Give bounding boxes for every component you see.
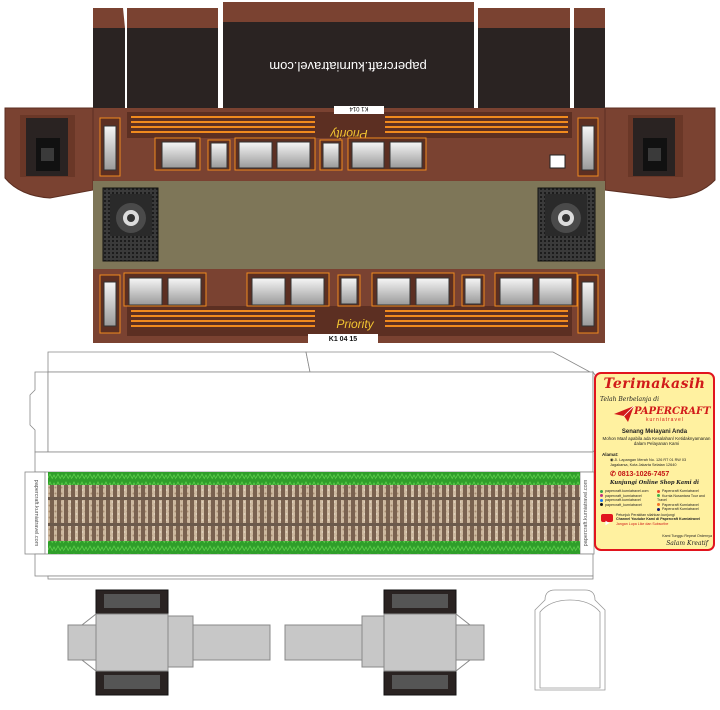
card-youtube-line-1: Petunjuk Perakitan silahkan kunjungi — [616, 513, 675, 517]
card-youtube-text: Petunjuk Perakitan silahkan kunjungi Cha… — [616, 513, 712, 526]
lower-number-text: K1 04 15 — [329, 336, 358, 343]
lower-car-side: Priority K1 04 15 — [93, 269, 605, 343]
card-phone-number: 0813-1026-7457 — [617, 471, 670, 478]
link-right-1[interactable]: Kurnia Nusantara Tour and Travel — [657, 493, 705, 503]
card-signature: Salam Kreatif — [666, 540, 708, 547]
link-dot-icon — [657, 494, 660, 498]
upper-car-side: Priority K1 014 — [93, 105, 605, 181]
card-links-left: papercraft.kurniatravel.com papercraft_k… — [600, 489, 656, 507]
link-left-2[interactable]: papercraft.kurniatravel — [605, 498, 641, 503]
link-left-1[interactable]: papercraft_kurniatravel — [605, 493, 642, 498]
link-dot-icon — [600, 503, 603, 507]
card-brand-sub: kurniatravel — [646, 417, 684, 423]
small-end-template — [534, 589, 606, 691]
track-url-left: papercraft.kurniatravel.com — [33, 480, 39, 547]
upper-orange-stripes — [131, 116, 568, 133]
lower-logo-text: Priority — [336, 317, 374, 331]
card-footer: Kami Tunggu Repeat Ordernya — [662, 534, 712, 538]
card-apology: Mohon Maaf apabila ada Kesalahan/ Ketida… — [598, 436, 713, 446]
card-brand: PAPERCRAFT — [634, 406, 711, 417]
track-bed — [48, 472, 580, 554]
track-base — [24, 351, 606, 580]
link-dot-icon — [657, 503, 660, 507]
link-right-2[interactable]: Papercraft Kurniatravel — [662, 502, 699, 507]
card-youtube-line-3: Jangan Lupa Like dan Subscribe — [616, 521, 669, 526]
card-subtitle: Telah Berbelanja di — [600, 396, 660, 403]
link-dot-icon — [600, 489, 603, 493]
link-dot-icon — [657, 489, 660, 493]
location-icon: ◉ — [610, 458, 614, 462]
thank-you-card: Terimakasih Telah Berbelanja di PAPERCRA… — [594, 372, 715, 551]
card-phone: ✆ 0813-1026-7457 — [610, 470, 669, 478]
car-floor — [93, 181, 605, 269]
roof-flaps: papercraft.kurniatravel.com — [93, 2, 605, 108]
track-url-right: papercraft.kurniatravel.com — [583, 479, 589, 546]
end-cap-right — [604, 107, 716, 199]
phone-icon: ✆ — [610, 471, 616, 478]
link-right-0[interactable]: Papercraft Kurniatravel — [662, 489, 699, 493]
card-office-line-2: Jagakarsa, Kota Jakarta Selatan 12640 — [610, 462, 677, 467]
link-dot-icon — [657, 507, 660, 511]
bogie-right — [284, 589, 485, 696]
link-left-3[interactable]: papercraft_kurniatravel — [605, 502, 642, 507]
card-office-heading: Alamat: — [602, 452, 619, 457]
youtube-icon — [601, 514, 613, 526]
card-apology-line-1: Mohon Maaf apabila ada Kesalahan/ Ketida… — [602, 436, 711, 441]
paper-plane-icon — [614, 406, 634, 422]
upper-number-text: K1 014 — [349, 105, 369, 111]
card-office: ◉ Jl. Lapangan Merah No. 126 RT 01 RW 03… — [610, 458, 713, 467]
link-dot-icon — [600, 494, 603, 498]
link-left-0[interactable]: papercraft.kurniatravel.com — [605, 489, 649, 493]
link-dot-icon — [600, 498, 603, 502]
bogie-left — [67, 589, 271, 696]
card-apology-line-2: dalam Pelayanan Kami — [633, 441, 680, 446]
card-greeting: Senang Melayani Anda — [621, 429, 688, 435]
card-office-line-1: Jl. Lapangan Merah No. 126 RT 01 RW 03 — [614, 458, 687, 462]
card-links-right: Papercraft Kurniatravel Kurnia Nusantara… — [657, 489, 713, 512]
roof-url-text: papercraft.kurniatravel.com — [269, 59, 427, 74]
end-cap-left — [4, 107, 94, 199]
card-visit: Kunjungi Online Shop Kami di — [609, 480, 699, 486]
card-title: Terimakasih — [603, 376, 706, 392]
lower-orange-stripes — [131, 310, 568, 327]
link-right-3[interactable]: Papercraft Kurniatravel — [662, 507, 699, 512]
card-youtube-line-2: Channel Youtube Kami di Papercraft Kurni… — [616, 517, 700, 522]
